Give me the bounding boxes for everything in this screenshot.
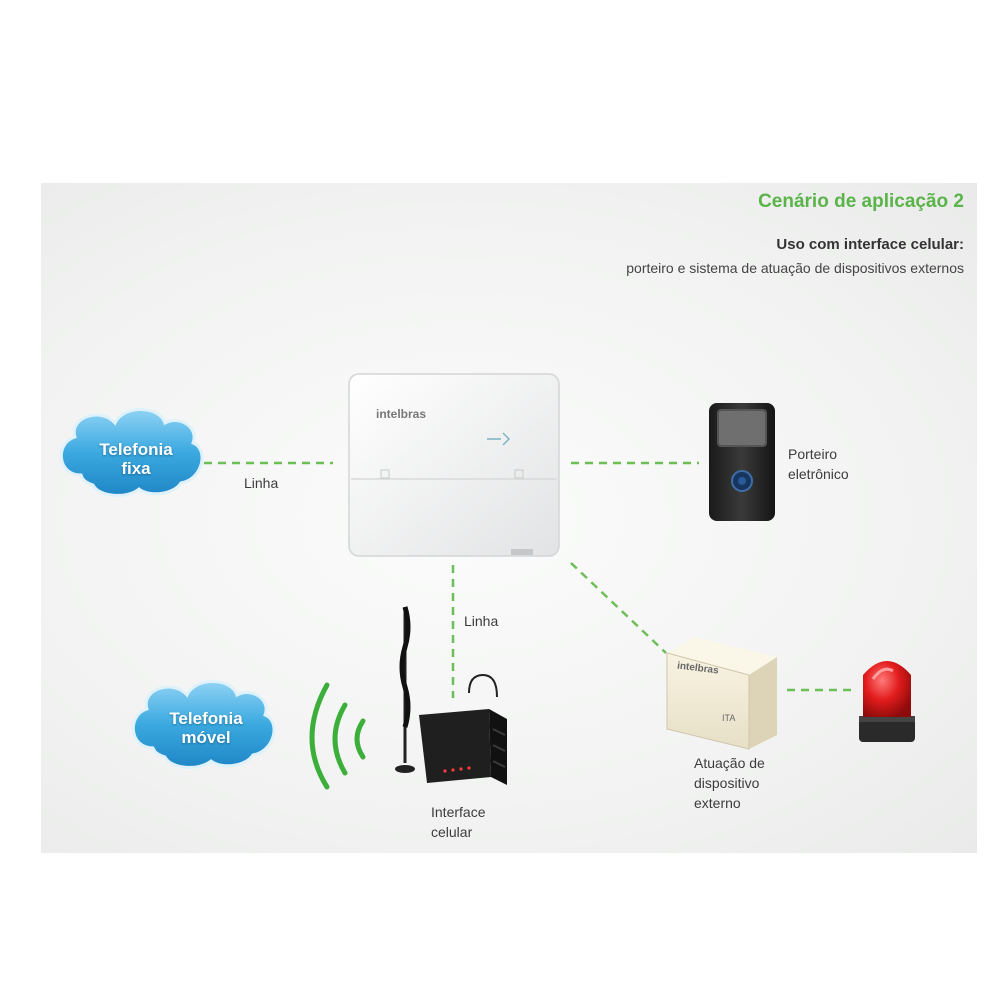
diagram-graphics: [59, 373, 915, 790]
fixed-line-label: Linha: [244, 475, 279, 491]
cell-interface-label: Interface celular: [431, 802, 485, 842]
cloud-fixed-label-line1: Telefonia: [99, 440, 173, 459]
scenario-description: porteiro e sistema de atuação de disposi…: [626, 260, 964, 276]
line-pbx-to-actuator: [570, 562, 667, 654]
pbx-brand-logo: intelbras: [376, 407, 427, 421]
cell-line-label: Linha: [464, 613, 499, 629]
cloud-mobile-label: Telefonia móvel: [151, 709, 261, 747]
cloud-mobile-label-line2: móvel: [181, 728, 231, 747]
signal-waves-icon: [309, 682, 366, 790]
doorphone-label-line1: Porteiro: [788, 446, 838, 462]
actuator-label-line1: Atuação de: [694, 755, 765, 771]
scenario-title: Cenário de aplicação 2: [758, 191, 964, 212]
cloud-fixed-label: Telefonia fixa: [81, 440, 191, 478]
cloud-telefonia-fixa-icon: [59, 408, 204, 497]
cloud-mobile-label-line1: Telefonia: [169, 709, 243, 728]
doorphone-icon: [709, 403, 775, 521]
actuator-label-line2: dispositivo: [694, 775, 760, 791]
cell-interface-label-line2: celular: [431, 824, 473, 840]
doorphone-label-line2: eletrônico: [788, 466, 849, 482]
cell-interface-label-line1: Interface: [431, 804, 486, 820]
actuator-ita-icon: [666, 637, 777, 750]
connection-lines: [204, 461, 851, 698]
doorphone-label: Porteiro eletrônico: [788, 444, 849, 484]
pbx-central-icon: [348, 373, 560, 557]
actuator-label: Atuação de dispositivo externo: [694, 753, 765, 813]
actuator-model-label: ITA: [722, 713, 736, 723]
cell-interface-icon: [395, 606, 507, 785]
cloud-fixed-label-line2: fixa: [121, 459, 151, 478]
cloud-telefonia-movel-icon: [131, 680, 276, 769]
beacon-light-icon: [859, 661, 915, 742]
scenario-panel: Cenário de aplicação 2 Uso com interface…: [41, 183, 977, 853]
scenario-subtitle: Uso com interface celular:: [776, 236, 964, 253]
actuator-label-line3: externo: [694, 795, 741, 811]
